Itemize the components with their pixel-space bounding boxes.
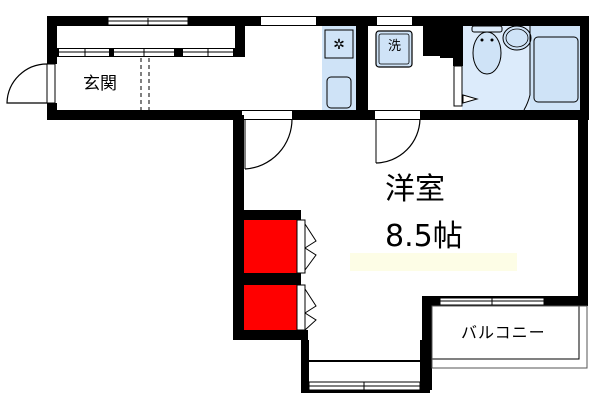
balcony-label: バルコニー — [461, 323, 546, 342]
highlight-strip — [350, 253, 517, 271]
svg-text:✲: ✲ — [333, 37, 345, 53]
western-room-size: 8.5帖 — [385, 219, 463, 254]
kitchen-door-swing — [244, 118, 293, 170]
sink — [326, 76, 352, 109]
stove — [324, 29, 354, 59]
wash-basin — [502, 25, 532, 51]
closet-2 — [244, 285, 297, 330]
washer-label: 洗 — [388, 39, 402, 54]
western-room-label: 洋室 — [385, 172, 445, 207]
washroom-door-swing — [375, 118, 421, 164]
entrance-door-swing — [6, 63, 48, 104]
closet-1 — [244, 220, 297, 273]
bathtub — [533, 36, 579, 103]
washer-pan — [375, 30, 413, 68]
entrance-label: 玄関 — [83, 74, 117, 94]
toilet — [472, 31, 502, 75]
